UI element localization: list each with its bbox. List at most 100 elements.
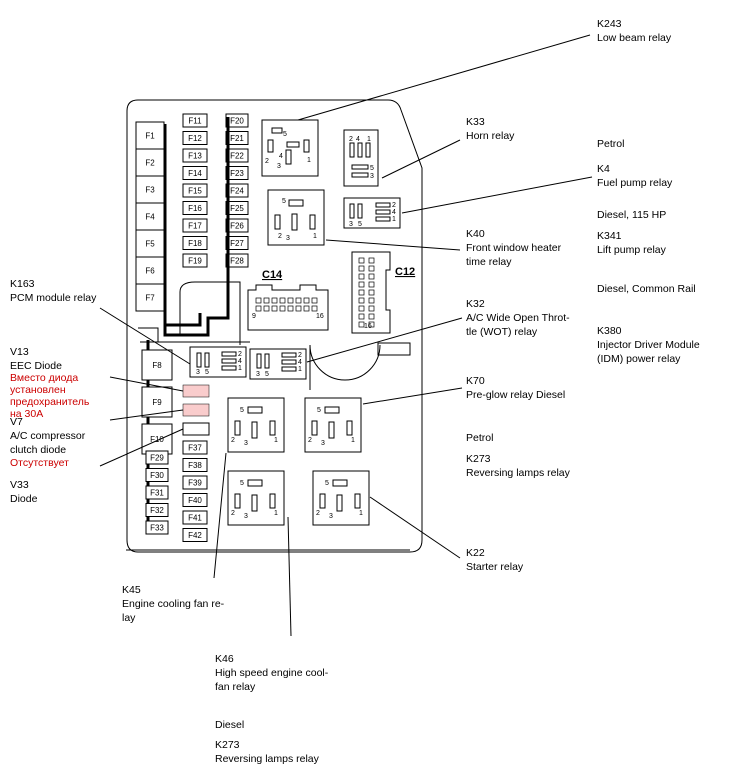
- fuse-f33: [145, 520, 169, 535]
- relay-k40-socket: 5 2 3 1: [267, 189, 325, 246]
- label-v33-code: V33: [10, 479, 29, 491]
- pin-label: 1: [367, 136, 371, 143]
- label-k243-code: K243: [597, 18, 622, 30]
- housing-details: [126, 281, 411, 551]
- c14-pin: [287, 297, 294, 304]
- fuse-label-f41: F41: [188, 514, 202, 523]
- fuse-f39: [182, 475, 208, 490]
- c14-pin: [295, 297, 302, 304]
- label-k380-code: K380: [597, 325, 622, 337]
- label-diesel-2: Diesel: [215, 719, 245, 731]
- fuse-label-f22: F22: [230, 152, 244, 161]
- label-k32-code: K32: [466, 298, 485, 310]
- fuse-f24: [225, 183, 249, 198]
- pin-label: 3: [349, 221, 353, 228]
- pin-label: 2: [308, 437, 312, 444]
- pin-label: 3: [196, 369, 200, 376]
- fuse-f32: [145, 503, 169, 517]
- relay-k243-socket: 5 2 3 4 1: [261, 119, 319, 177]
- label-k40-name-2: time relay: [466, 256, 512, 268]
- relay-k4-socket: 3 5 2 4 1: [343, 197, 401, 229]
- pin-label: 1: [359, 510, 363, 517]
- pin-label: 4: [279, 153, 283, 160]
- fuse-label-f20: F20: [230, 117, 244, 126]
- fuse-f40: [182, 493, 208, 507]
- c12-pin: [358, 273, 365, 280]
- c12-pin: [368, 305, 375, 312]
- label-k341-name: Lift pump relay: [597, 244, 666, 256]
- fuse-f11: [182, 113, 208, 128]
- label-k273a-code: K273: [466, 453, 491, 465]
- fuse-label-f24: F24: [230, 187, 244, 196]
- note-ru-1: Вместо диода: [10, 372, 79, 384]
- c14-pin: [303, 297, 310, 304]
- pin-label: 3: [370, 173, 374, 180]
- c12-pin: [358, 297, 365, 304]
- c12-pin: [358, 281, 365, 288]
- fuse-label-f37: F37: [188, 444, 202, 453]
- pin-label: 2: [392, 202, 396, 209]
- diode-v13-slot: [182, 384, 210, 398]
- pin-label: 5: [283, 131, 287, 138]
- c12-pin: [358, 289, 365, 296]
- pin-label: 1: [298, 366, 302, 373]
- c14-pin: [263, 297, 270, 304]
- c12-pin: [368, 321, 375, 328]
- label-petrol-2: Petrol: [466, 432, 494, 444]
- fuse-label-f5: F5: [145, 240, 155, 249]
- pin-label: 5: [317, 407, 321, 414]
- connector-c12-label: C12: [395, 266, 415, 278]
- label-k4-code: K4: [597, 163, 610, 175]
- label-k22-name: Starter relay: [466, 561, 524, 573]
- note-ru-3: предохранитель: [10, 396, 90, 408]
- pin-label: 2: [278, 233, 282, 240]
- pin-label: 3: [244, 513, 248, 520]
- pin-label: 5: [282, 198, 286, 205]
- c12-pin: [368, 281, 375, 288]
- fuse-label-f6: F6: [145, 267, 155, 276]
- fuse-f18: [182, 236, 208, 250]
- fuse-label-f1: F1: [145, 132, 155, 141]
- fuse-f14: [182, 166, 208, 180]
- c12-pin: [368, 265, 375, 272]
- pin-label: 2: [316, 510, 320, 517]
- c12-pin: [358, 257, 365, 264]
- c14-pin: [311, 297, 318, 304]
- pin-label: 4: [356, 136, 360, 143]
- label-k46-name-1: High speed engine cool-: [215, 667, 329, 679]
- pin-label: 16: [364, 323, 372, 330]
- relay-k32-socket: 3 5 2 4 1: [249, 348, 307, 380]
- label-k45-code: K45: [122, 584, 141, 596]
- fuse-label-f11: F11: [188, 117, 202, 126]
- fuse-label-f18: F18: [188, 239, 202, 248]
- pin-label: 5: [205, 369, 209, 376]
- pin-label: 3: [277, 163, 281, 170]
- pin-label: 2: [265, 158, 269, 165]
- pin-label: 3: [244, 440, 248, 447]
- label-k45-name-1: Engine cooling fan re-: [122, 598, 225, 610]
- fuse-label-f33: F33: [150, 524, 164, 533]
- fuse-label-f30: F30: [150, 471, 164, 480]
- connector-c12: C12 16: [351, 251, 415, 334]
- fuse-label-f4: F4: [145, 213, 155, 222]
- fuse-label-f12: F12: [188, 134, 202, 143]
- c14-pin: [303, 305, 310, 312]
- diode-v33-slot: [182, 422, 210, 436]
- fuse-label-f14: F14: [188, 169, 202, 178]
- fuse-label-f15: F15: [188, 187, 202, 196]
- c12-pin: [358, 313, 365, 320]
- pin-label: 2: [298, 352, 302, 359]
- label-k46-code: K46: [215, 653, 234, 665]
- fuse-label-f9: F9: [152, 398, 162, 407]
- c14-pin: [255, 297, 262, 304]
- fuse-label-f26: F26: [230, 222, 244, 231]
- pin-label: 3: [329, 513, 333, 520]
- fuse-f8: [141, 349, 173, 381]
- label-k4-name: Fuel pump relay: [597, 177, 673, 189]
- pin-label: 3: [286, 235, 290, 242]
- fuse-f27: [225, 236, 249, 250]
- label-v33-name: Diode: [10, 493, 38, 505]
- label-k32-name-1: A/C Wide Open Throt-: [466, 312, 570, 324]
